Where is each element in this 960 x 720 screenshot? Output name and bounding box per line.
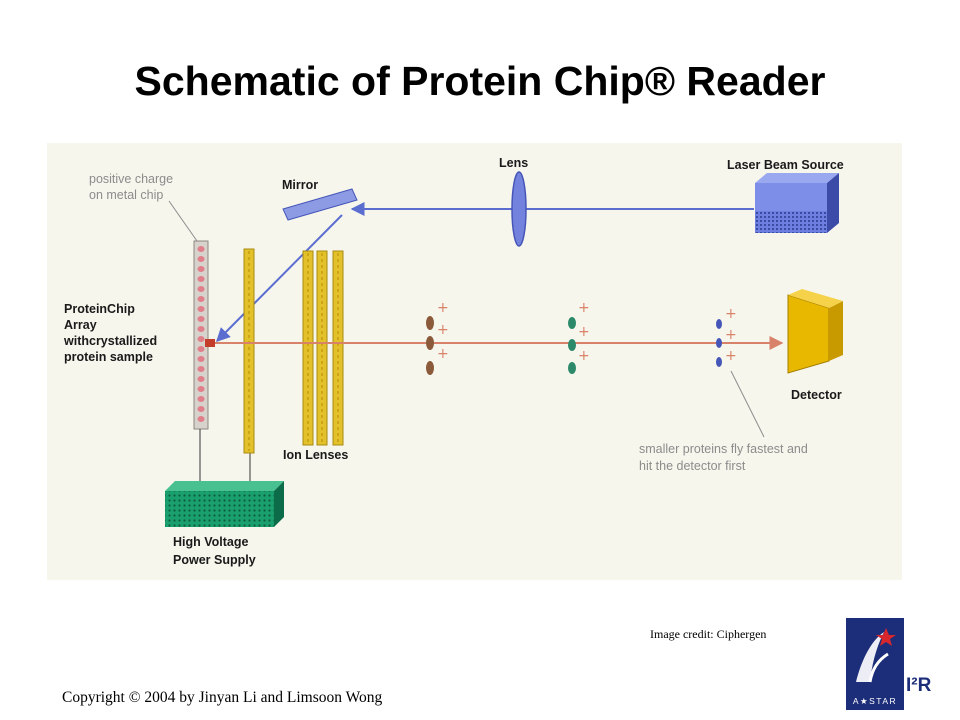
label-smaller-proteins-line1: smaller proteins fly fastest and (639, 442, 808, 456)
chip-spot (197, 406, 205, 412)
label-detector: Detector (791, 388, 842, 402)
label-ion-lenses: Ion Lenses (283, 448, 348, 462)
label-power-supply-line2: Power Supply (173, 553, 256, 567)
chip-spot (197, 336, 205, 342)
label-positive-charge-line2: on metal chip (89, 188, 163, 202)
label-power-supply-line1: High Voltage (173, 535, 249, 549)
chip-spot (197, 416, 205, 422)
ion-cluster-small: + + + (716, 306, 737, 367)
chip-spots (197, 246, 205, 422)
label-laser-beam-source: Laser Beam Source (727, 158, 844, 172)
chip-spot (197, 246, 205, 252)
svg-text:+: + (578, 348, 590, 364)
label-mirror: Mirror (282, 178, 318, 192)
chip-spot (197, 396, 205, 402)
chip-spot (197, 356, 205, 362)
chip-spot (197, 386, 205, 392)
label-array-line2: Array (64, 318, 97, 332)
laser-beam-reflected (216, 214, 343, 342)
chip-spot (197, 316, 205, 322)
svg-text:+: + (437, 346, 449, 362)
label-array-line3: withcrystallized (63, 334, 157, 348)
protein-chip-reader-diagram: + + + + + + + + + positive charge on met… (47, 143, 902, 580)
label-lens: Lens (499, 156, 528, 170)
label-positive-charge-line1: positive charge (89, 172, 173, 186)
logo-side-text: I²R (906, 675, 932, 696)
svg-text:+: + (578, 300, 590, 316)
protein-chip-array (193, 240, 215, 430)
copyright-notice: Copyright © 2004 by Jinyan Li and Limsoo… (62, 689, 383, 706)
svg-text:+: + (437, 300, 449, 316)
slide-title: Schematic of Protein Chip® Reader (134, 58, 826, 104)
lens (511, 171, 527, 247)
chip-spot (197, 266, 205, 272)
chip-spot (197, 276, 205, 282)
image-credit: Image credit: Ciphergen (650, 627, 767, 641)
laser-beam-source (755, 173, 839, 233)
high-voltage-power-supply (165, 481, 284, 527)
mirror (282, 188, 358, 221)
ion-cluster-large: + + + (426, 300, 449, 375)
label-array-line1: ProteinChip (64, 302, 135, 316)
chip-spot (197, 326, 205, 332)
ion-cluster-medium: + + + (568, 300, 590, 374)
svg-text:+: + (725, 348, 737, 364)
pointer-positive-charge (168, 200, 198, 242)
logo-brand-text: A★STAR (853, 696, 897, 706)
chip-spot (197, 366, 205, 372)
label-smaller-proteins-line2: hit the detector first (639, 459, 746, 473)
ion-lenses (302, 250, 344, 446)
chip-spot (197, 256, 205, 262)
svg-text:+: + (725, 327, 737, 343)
astar-i2r-logo: A★STAR I²R (846, 618, 932, 710)
chip-spot (197, 346, 205, 352)
detector (787, 289, 843, 374)
extraction-lens (243, 248, 255, 454)
svg-text:+: + (578, 324, 590, 340)
svg-text:+: + (725, 306, 737, 322)
chip-spot (197, 286, 205, 292)
chip-spot (197, 306, 205, 312)
chip-spot (197, 376, 205, 382)
pointer-smaller-proteins (730, 370, 765, 438)
svg-text:+: + (437, 322, 449, 338)
chip-spot (197, 296, 205, 302)
label-array-line4: protein sample (64, 350, 153, 364)
